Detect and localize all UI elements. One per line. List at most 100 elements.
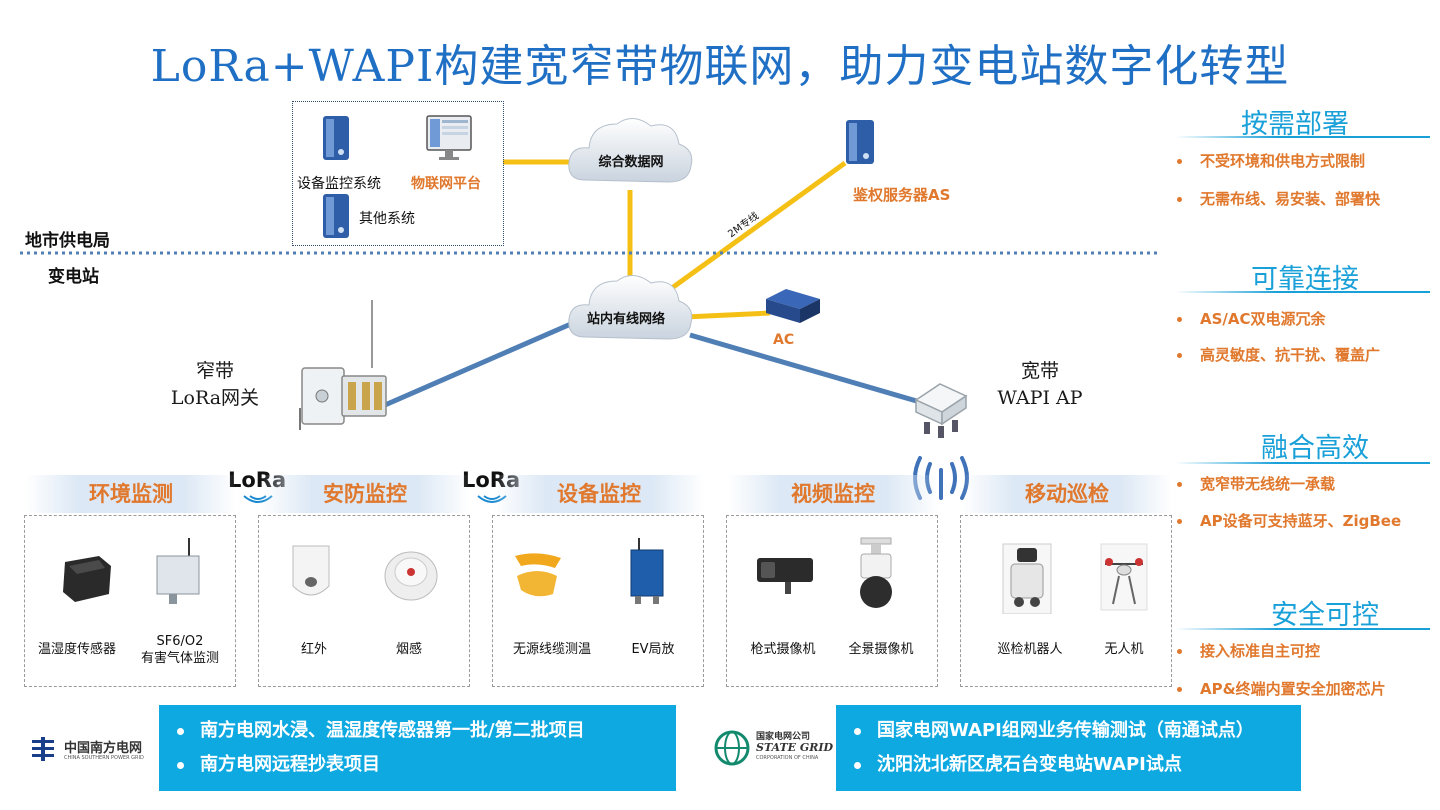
iot-platform-label: 物联网平台 — [411, 176, 481, 192]
csg-project-bar: 南方电网水浸、温湿度传感器第一批/第二批项目 南方电网远程抄表项目 — [159, 705, 676, 791]
feature-rule — [1175, 136, 1430, 138]
bullet-dot-icon — [177, 761, 184, 769]
sgcc-name-en: STATE GRID — [756, 741, 834, 754]
humidity-sensor-icon — [63, 556, 111, 602]
project-item: 南方电网水浸、温湿度传感器第一批/第二批项目 — [159, 714, 676, 748]
ac-device-icon — [766, 289, 820, 323]
device-label: 巡检机器人 — [997, 642, 1063, 657]
device-label: 全景摄像机 — [848, 642, 914, 657]
link-station-ap — [689, 332, 921, 405]
link-station-as — [663, 160, 847, 296]
infrared-sensor-icon — [292, 545, 330, 596]
group-environment: 温湿度传感器 SF6/O2 有害气体监测 — [24, 515, 236, 687]
bullet-dot-icon — [1177, 482, 1182, 487]
group-title-patrol: 移动巡检 — [962, 475, 1172, 513]
device-label: 烟感 — [395, 642, 422, 657]
drone-icon — [1100, 543, 1148, 611]
sgcc-name: 国家电网公司 — [756, 732, 811, 742]
group-equipment: 无源线缆测温 EV局放 — [492, 515, 704, 687]
feature-panel: 按需部署 不受环境和供电方式限制 无需布线、易安装、部署快 可靠连接 AS/AC… — [1175, 100, 1430, 700]
upper-systems-box: 设备监控系统 物联网平台 其他系统 — [292, 101, 504, 246]
group-title-environment: 环境监测 — [26, 475, 236, 513]
lora-gateway-line2: LoRa网关 — [170, 387, 260, 409]
group-title-security: 安防监控 — [260, 475, 470, 513]
csg-logo: 中国南方电网 CHINA SOUTHERN POWER GRID — [30, 735, 160, 765]
group-video: 枪式摄像机 全景摄像机 — [726, 515, 938, 687]
data-network-label: 综合数据网 — [598, 155, 664, 170]
feature-heading-reliable: 可靠连接 — [1251, 264, 1359, 295]
bullet-dot-icon — [1177, 197, 1182, 202]
feature-item: 宽窄带无线统一承载 — [1177, 473, 1335, 494]
feature-item: 接入标准自主可控 — [1177, 640, 1320, 661]
other-system-label: 其他系统 — [359, 211, 415, 227]
bullet-dot-icon — [1177, 649, 1182, 654]
smoke-detector-icon — [384, 551, 438, 601]
feature-rule — [1175, 462, 1430, 464]
feature-item: 无需布线、易安装、部署快 — [1177, 188, 1380, 209]
sgcc-logo: 国家电网公司 STATE GRID CORPORATION OF CHINA — [713, 727, 838, 767]
sgcc-sub: CORPORATION OF CHINA — [756, 755, 819, 761]
page-title: LoRa+WAPI构建宽窄带物联网，助力变电站数字化转型 — [150, 41, 1290, 92]
bullet-camera-icon — [757, 558, 813, 594]
bullet-dot-icon — [177, 727, 184, 735]
wapi-ap-line1: 宽带 — [1020, 360, 1059, 382]
bullet-dot-icon — [1177, 687, 1182, 692]
bullet-dot-icon — [854, 761, 861, 769]
wapi-ap-label: 宽带 WAPI AP — [985, 358, 1095, 412]
station-network-label: 站内有线网络 — [586, 312, 665, 327]
feature-rule — [1175, 291, 1430, 293]
feature-item: AP设备可支持蓝牙、ZigBee — [1177, 510, 1401, 531]
link-station-ac — [684, 310, 771, 320]
auth-server-label: 鉴权服务器AS — [853, 186, 951, 204]
monitor-icon — [426, 115, 472, 160]
lora-gateway-line1: 窄带 — [195, 360, 234, 382]
sgcc-globe-icon — [714, 730, 750, 766]
wapi-ap-line2: WAPI AP — [997, 387, 1083, 409]
csg-sub: CHINA SOUTHERN POWER GRID — [64, 755, 144, 761]
feature-rule — [1175, 628, 1430, 630]
feature-heading-secure: 安全可控 — [1271, 600, 1379, 631]
project-item: 国家电网WAPI组网业务传输测试（南通试点） — [836, 714, 1301, 748]
server-icon — [323, 194, 349, 238]
device-label: EV局放 — [631, 642, 675, 657]
patrol-robot-icon — [1002, 543, 1052, 614]
pd-monitor-icon — [630, 538, 664, 604]
group-title-equipment: 设备监控 — [494, 475, 704, 513]
device-label: 无源线缆测温 — [512, 642, 591, 657]
data-network-cloud-icon — [568, 118, 693, 183]
device-label: 红外 — [300, 642, 327, 657]
auth-server-icon — [846, 120, 874, 164]
feature-item: 高灵敏度、抗干扰、覆盖广 — [1177, 344, 1380, 365]
feature-item: AS/AC双电源冗余 — [1177, 308, 1326, 329]
server-icon — [323, 116, 349, 160]
cable-temp-sensor-icon — [515, 553, 561, 597]
feature-item: AP&终端内置安全加密芯片 — [1177, 678, 1386, 699]
link-station-lora — [384, 317, 581, 408]
monitor-system-label: 设备监控系统 — [297, 176, 381, 192]
feature-item: 不受环境和供电方式限制 — [1177, 150, 1365, 171]
feature-heading-efficient: 融合高效 — [1261, 433, 1369, 464]
bullet-dot-icon — [1177, 353, 1182, 358]
device-label: 枪式摄像机 — [750, 642, 816, 657]
bullet-dot-icon — [1177, 317, 1182, 322]
gas-monitor-icon — [156, 538, 200, 604]
ptz-camera-icon — [860, 537, 892, 608]
device-label: SF6/O2 有害气体监测 — [140, 634, 219, 666]
ac-label: AC — [773, 332, 795, 348]
bullet-dot-icon — [1177, 519, 1182, 524]
project-item: 南方电网远程抄表项目 — [159, 748, 676, 782]
station-network-cloud-icon — [568, 275, 693, 340]
zone-lower-label: 变电站 — [48, 267, 99, 287]
group-title-video: 视频监控 — [728, 475, 938, 513]
csg-logo-icon — [32, 737, 54, 761]
project-item: 沈阳沈北新区虎石台变电站WAPI试点 — [836, 748, 1301, 782]
csg-name: 中国南方电网 — [64, 741, 143, 756]
zone-upper-label: 地市供电局 — [25, 231, 110, 251]
bullet-dot-icon — [1177, 159, 1182, 164]
bullet-dot-icon — [854, 727, 861, 735]
lora-gateway-icon — [299, 300, 387, 430]
device-label: 无人机 — [1104, 642, 1144, 657]
group-patrol: 巡检机器人 无人机 — [960, 515, 1172, 687]
device-label: 温湿度传感器 — [37, 642, 116, 657]
